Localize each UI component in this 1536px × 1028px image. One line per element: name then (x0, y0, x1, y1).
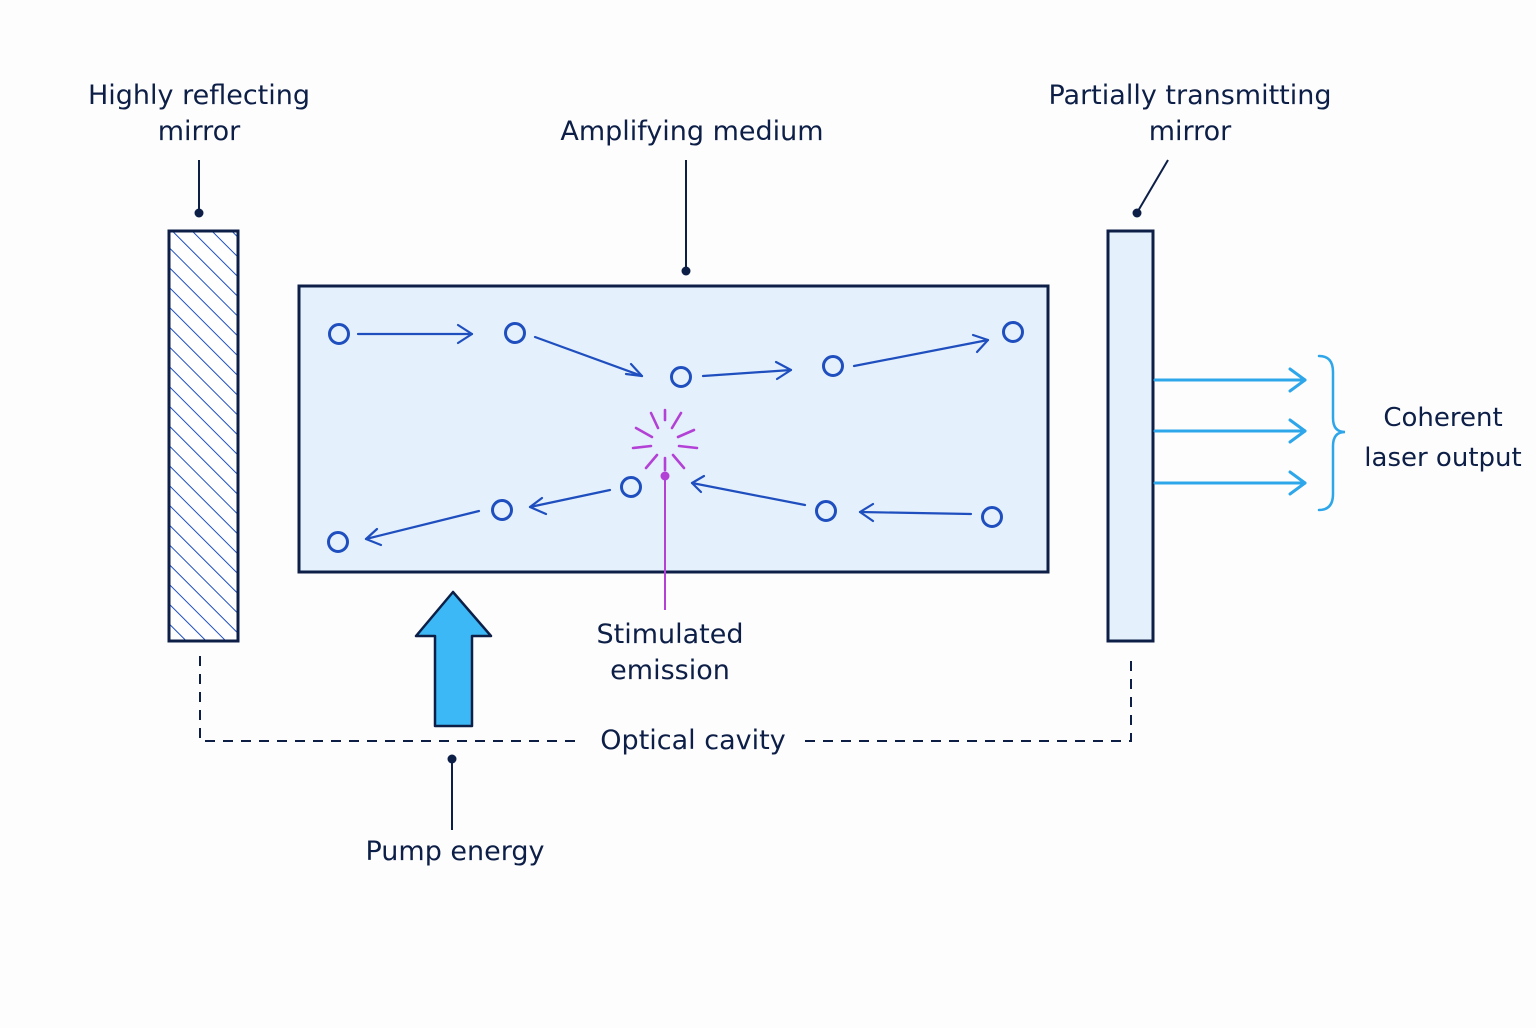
photon-arrow (533, 335, 644, 378)
pump-energy-leader (447, 754, 457, 830)
stimulated-emission-burst (631, 408, 699, 472)
pump-arrow-icon (414, 590, 493, 728)
coherent-laser-output-label: Coherent laser output (1358, 398, 1528, 478)
photon (491, 499, 513, 521)
photon-arrow (852, 333, 990, 368)
optical-cavity-label: Optical cavity (585, 723, 801, 759)
photon (328, 323, 350, 345)
partially-transmitting-mirror-label: Partially transmitting mirror (1030, 78, 1350, 150)
photon (620, 476, 642, 498)
highly-reflecting-mirror (167, 229, 240, 643)
label-line: Optical cavity (600, 725, 786, 756)
photon (822, 355, 844, 377)
stimulated-emission-label: Stimulated emission (580, 617, 760, 689)
left-mirror-leader (194, 160, 204, 218)
label-line: mirror (1148, 116, 1232, 147)
photon-arrow (690, 474, 807, 507)
label-line: Partially transmitting (1048, 80, 1332, 111)
partially-transmitting-mirror (1106, 229, 1155, 643)
highly-reflecting-mirror-label: Highly reflecting mirror (68, 78, 330, 150)
output-beam (1153, 418, 1307, 444)
output-bracket (1317, 354, 1346, 512)
photon (815, 500, 837, 522)
label-line: Amplifying medium (560, 116, 824, 147)
medium-leader (681, 160, 691, 276)
right-mirror-leader (1132, 159, 1169, 218)
label-line: mirror (157, 116, 241, 147)
pump-energy-label: Pump energy (340, 834, 570, 870)
photon (670, 366, 692, 388)
label-line: Pump energy (365, 836, 545, 867)
amplifying-medium-label: Amplifying medium (532, 114, 852, 150)
optical-cavity-line (199, 656, 1132, 742)
label-line: Coherent (1383, 403, 1503, 433)
label-line: Highly reflecting (87, 80, 311, 111)
label-line: emission (610, 655, 730, 686)
photon (327, 531, 349, 553)
photon (981, 506, 1003, 528)
photon-arrow (701, 360, 793, 381)
output-beam (1153, 367, 1307, 393)
photon (1002, 321, 1024, 343)
amplifying-medium (297, 284, 1050, 574)
label-line: laser output (1364, 443, 1522, 473)
label-line: Stimulated (596, 619, 744, 650)
output-beam (1153, 470, 1307, 496)
stimulated-emission-leader (660, 471, 670, 610)
photon-arrow (364, 509, 481, 547)
photon-arrow (528, 488, 612, 516)
photon (504, 322, 526, 344)
photon-arrow (356, 323, 474, 345)
photon-arrow (858, 502, 973, 523)
